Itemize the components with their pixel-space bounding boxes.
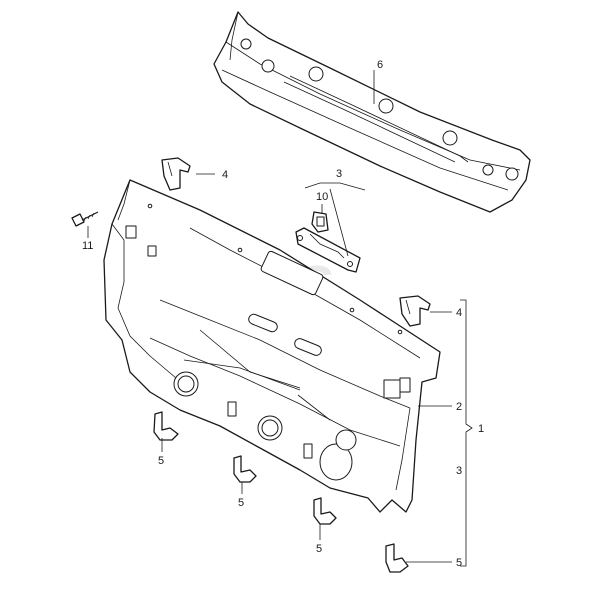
- callout-5-a: 5: [158, 455, 164, 467]
- callout-5-d: 5: [456, 557, 462, 569]
- clip-part-4-right: [399, 295, 431, 327]
- upper-cross-member: [213, 11, 531, 213]
- leader-lines: [87, 70, 473, 567]
- callout-5-b: 5: [238, 497, 244, 509]
- callout-11: 11: [82, 240, 93, 252]
- callout-5-c: 5: [316, 543, 322, 555]
- clip-part-5-d: [385, 543, 409, 573]
- callout-6: 6: [377, 59, 383, 71]
- clip-part-5-c: [313, 497, 337, 525]
- callout-4-right: 4: [456, 307, 462, 319]
- bolt-part-11: [71, 211, 99, 227]
- callout-3-side: 3: [456, 465, 462, 477]
- callout-4-top: 4: [222, 169, 228, 181]
- callout-10: 10: [316, 191, 328, 203]
- clip-part-5-b: [233, 455, 257, 483]
- callout-1: 1: [478, 423, 484, 435]
- callout-3-group: 3: [336, 168, 342, 180]
- clip-nut-10: [311, 211, 329, 233]
- clip-part-5-a: [153, 411, 179, 441]
- clip-part-4-top: [161, 157, 191, 191]
- main-panel: [103, 179, 441, 513]
- bracket-part-3: [295, 227, 361, 273]
- callout-2: 2: [456, 401, 462, 413]
